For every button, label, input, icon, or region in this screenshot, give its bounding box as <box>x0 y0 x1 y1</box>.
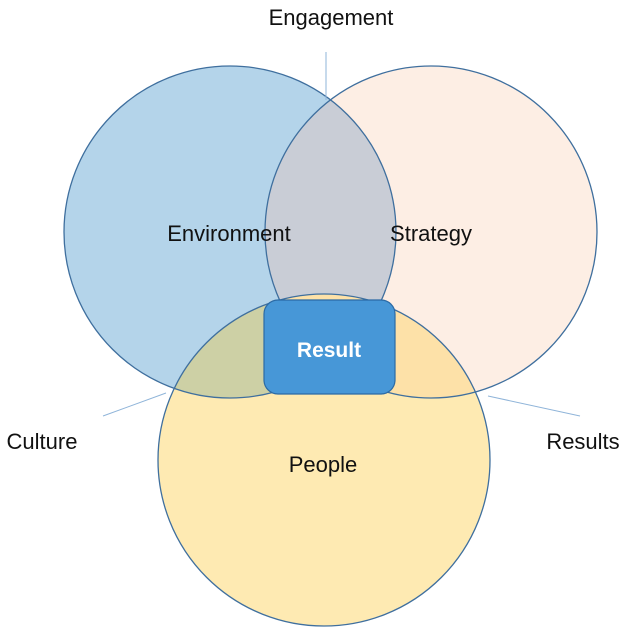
engagement-label: Engagement <box>269 5 394 30</box>
result-label: Result <box>297 339 361 362</box>
culture-overlap <box>158 294 396 398</box>
strategy-outline <box>264 65 598 399</box>
environment-label: Environment <box>167 221 291 246</box>
results-label: Results <box>546 429 619 454</box>
results-overlap <box>265 294 490 398</box>
environment-outline <box>63 65 397 399</box>
results-leader-line <box>487 395 581 417</box>
people-outline <box>157 293 491 627</box>
strategy-label: Strategy <box>390 221 472 246</box>
culture-label: Culture <box>7 429 78 454</box>
people-label: People <box>289 452 358 477</box>
result-box <box>263 299 396 395</box>
culture-leader-line <box>102 392 167 417</box>
